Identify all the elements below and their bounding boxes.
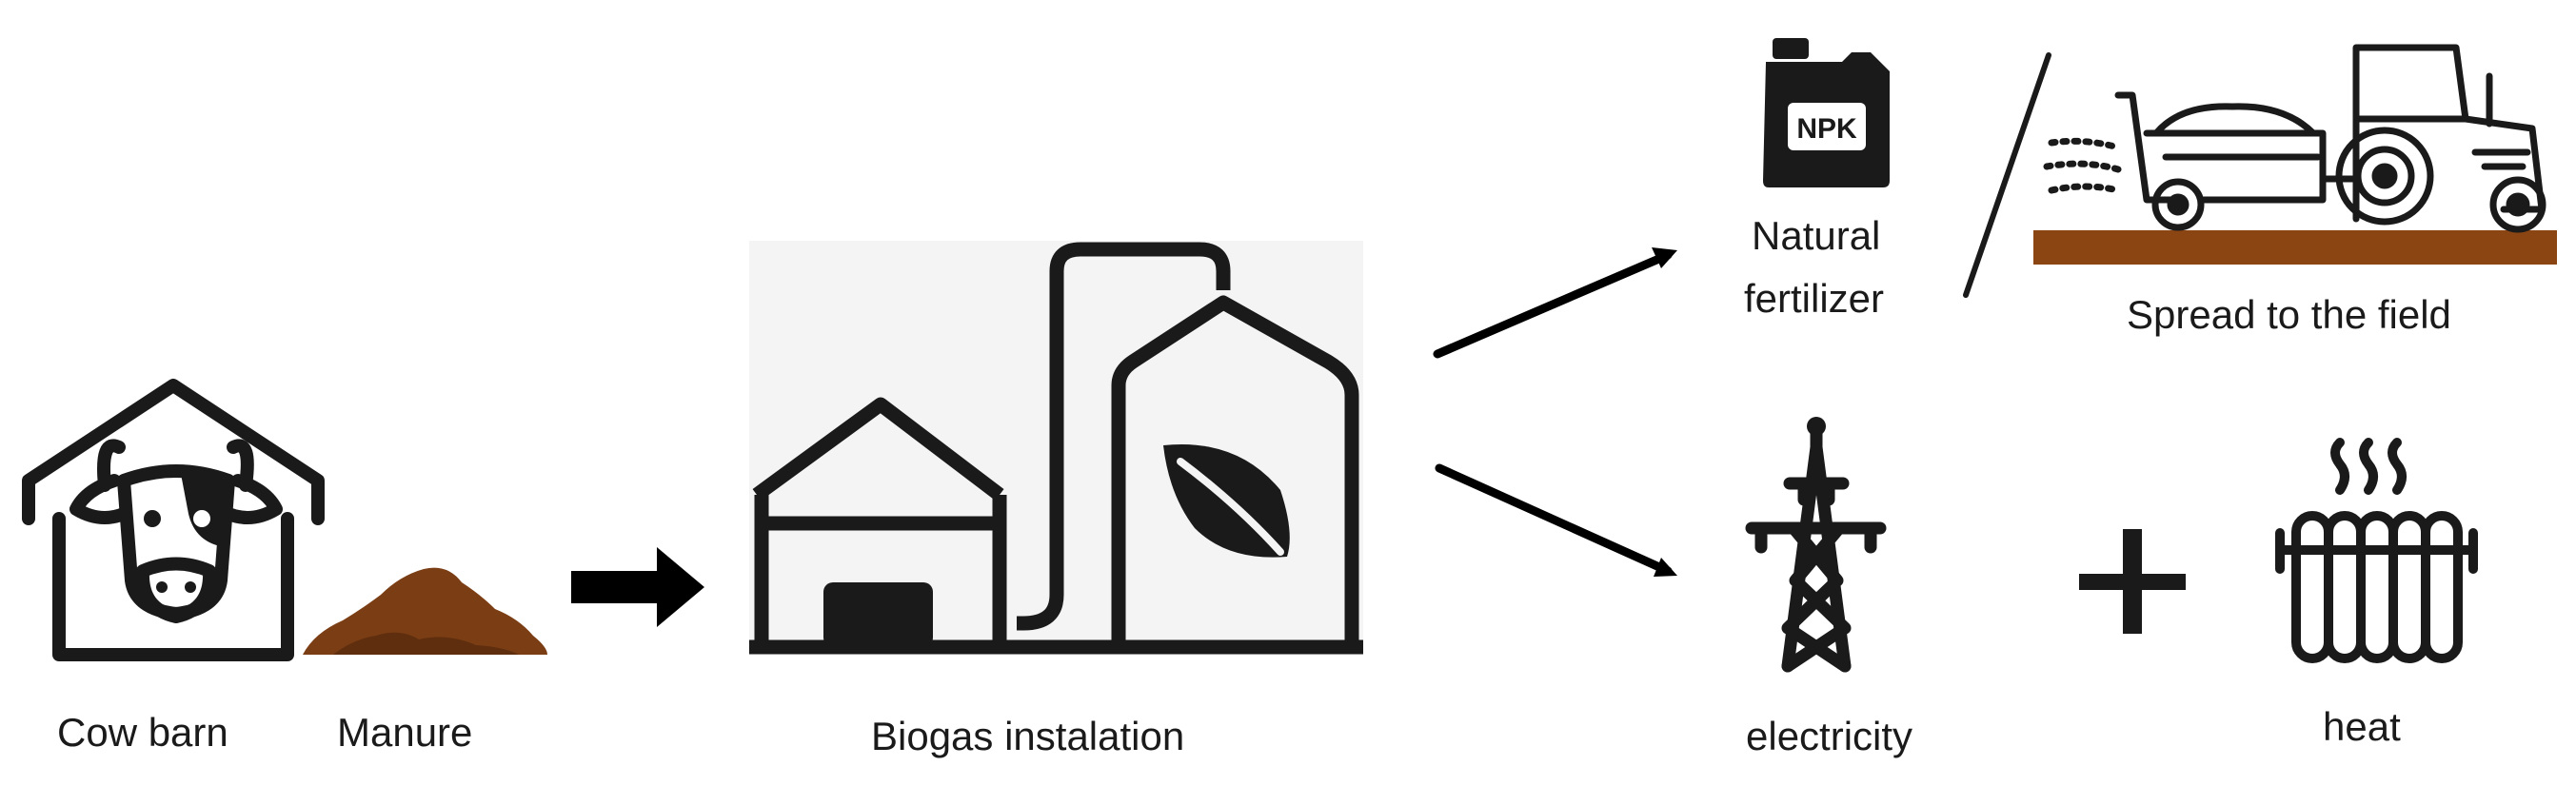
manure-pile-icon [303, 567, 547, 655]
cow-eye-right [193, 510, 210, 527]
cow-nostril-left [156, 581, 168, 593]
fertilizer-label-line2: fertilizer [1744, 276, 1885, 321]
cow-barn-icon [22, 379, 325, 661]
cow-spot [181, 473, 230, 547]
arrow-to-electricity [1435, 463, 1677, 577]
npk-canister-icon: NPK [1763, 38, 1890, 187]
electricity-label: electricity [1746, 714, 1913, 758]
tractor-spreader-icon [2033, 44, 2557, 265]
biogas-installation-label: Biogas instalation [871, 714, 1185, 758]
biogas-plant-icon [749, 241, 1363, 655]
radiator-heat-icon [2275, 438, 2478, 663]
fertilizer-label-line1: Natural [1752, 213, 1881, 258]
cow-barn-label: Cow barn [57, 710, 228, 755]
cow-nostril-right [185, 581, 196, 593]
power-pylon-icon [1745, 417, 1887, 673]
right-arrow-icon [571, 547, 704, 627]
soil-strip [2033, 230, 2557, 265]
npk-label: NPK [1796, 113, 1857, 145]
cow-eye-left [144, 510, 161, 527]
heat-label: heat [2323, 704, 2401, 749]
leaf-icon [1163, 443, 1290, 558]
manure-label: Manure [337, 710, 473, 755]
plus-icon [2079, 529, 2186, 634]
spread-to-field-label: Spread to the field [2127, 292, 2451, 337]
slash-divider [1963, 52, 2051, 298]
arrow-to-fertilizer [1433, 247, 1677, 359]
